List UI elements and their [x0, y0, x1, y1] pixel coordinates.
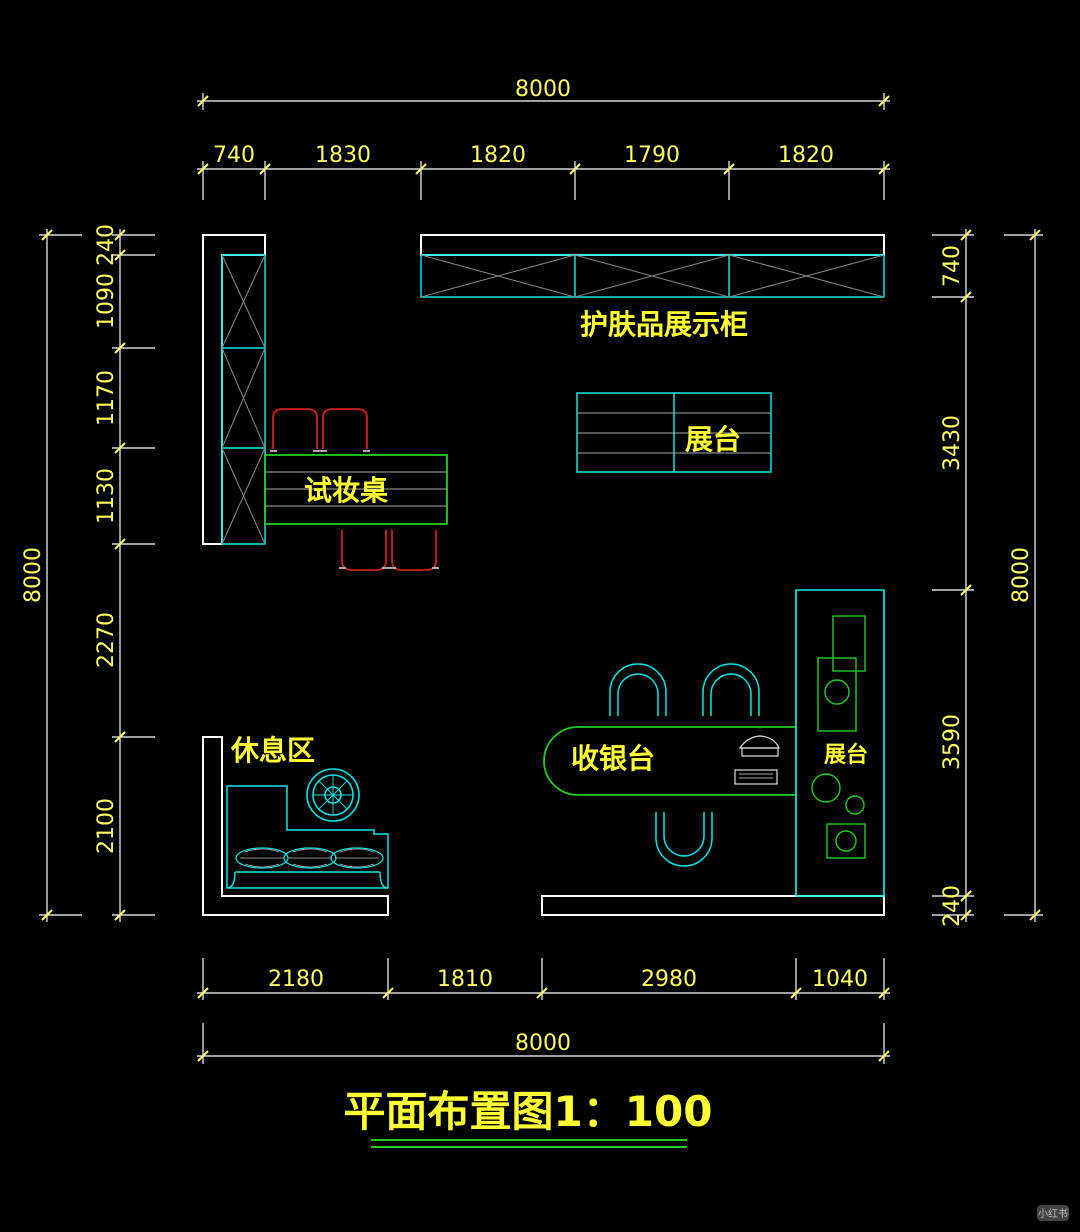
bottom-dimension-3: 2980 [641, 967, 697, 992]
right-dimension-2: 3430 [940, 415, 965, 471]
walls [202, 234, 885, 916]
left-dimension-1: 240 [94, 224, 119, 266]
skincare-cabinet [420, 254, 885, 298]
cashier-chair-1 [609, 663, 667, 716]
right-display-items [811, 615, 866, 859]
right-dimension-3: 3590 [940, 714, 965, 770]
makeup-table-label: 试妆桌 [304, 474, 388, 507]
cashier-chair-2 [702, 663, 760, 716]
left-total-dimension: 8000 [21, 547, 46, 603]
left-dimension-2: 1090 [94, 273, 119, 329]
makeup-chair-3 [339, 530, 389, 571]
right-total-dimension: 8000 [1009, 547, 1034, 603]
skincare-cabinet-cross [420, 254, 885, 298]
top-dimension-2: 1830 [315, 143, 371, 168]
right-dimension-4: 240 [940, 885, 965, 927]
makeup-chair-4 [389, 530, 439, 571]
watermark: 小红书 [1037, 1205, 1069, 1221]
top-dimension-1: 740 [213, 143, 255, 168]
title-underline [371, 1139, 687, 1148]
bottom-dimension-2: 1810 [437, 967, 493, 992]
left-dimension-5: 2270 [94, 612, 119, 668]
watermark-text: 小红书 [1038, 1207, 1068, 1220]
drawing-title: 平面布置图1：100 [344, 1087, 713, 1136]
bottom-dimension-1: 2180 [268, 967, 324, 992]
makeup-table [264, 454, 448, 525]
bottom-total-dimension: 8000 [515, 1031, 571, 1056]
left-dimension-4: 1130 [94, 468, 119, 524]
top-dimension-4: 1790 [624, 143, 680, 168]
top-dimension-5: 1820 [778, 143, 834, 168]
cashier-chair-3 [655, 812, 713, 867]
sofa-cushions [235, 847, 384, 869]
makeup-chair-2 [320, 408, 370, 452]
top-dimension-3: 1820 [470, 143, 526, 168]
display-stand-shelves [577, 412, 771, 454]
right-display-stand-label: 展台 [824, 742, 868, 768]
left-cabinet [221, 254, 266, 545]
top-dimension-group [197, 93, 890, 200]
rest-area-label: 休息区 [230, 734, 315, 767]
bottom-dimension-4: 1040 [812, 967, 868, 992]
computer-icon [734, 735, 780, 785]
round-coffee-table [306, 768, 360, 822]
sofa [226, 785, 389, 889]
left-cabinet-cross [221, 254, 266, 545]
cashier-label: 收银台 [571, 742, 655, 775]
makeup-chair-1 [270, 408, 320, 452]
skincare-cabinet-label: 护肤品展示柜 [580, 308, 748, 341]
left-dimension-3: 1170 [94, 370, 119, 426]
top-total-dimension: 8000 [515, 77, 571, 102]
left-dimension-6: 2100 [94, 798, 119, 854]
right-dimension-1: 740 [940, 245, 965, 287]
right-display-stand [795, 589, 885, 897]
display-stand-label: 展台 [685, 423, 741, 456]
